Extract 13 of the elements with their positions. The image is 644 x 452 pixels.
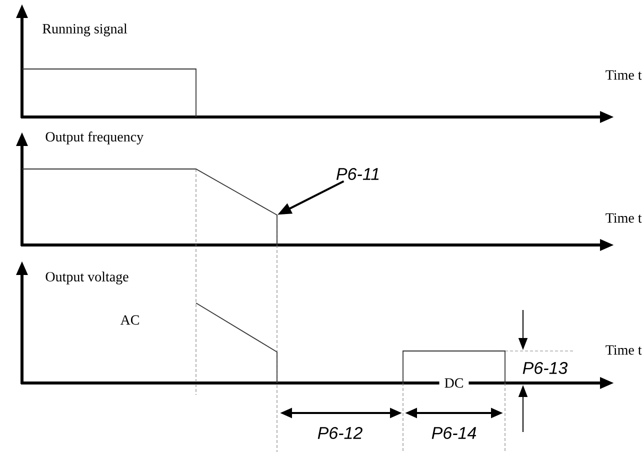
frequency-waveform [22, 168, 278, 246]
waveform-label: AC [120, 315, 139, 325]
axis-title: Running signal [42, 24, 128, 36]
waveform-label: DC [439, 376, 469, 390]
parameter-label: P6-12 [318, 426, 362, 440]
axis-title: Output voltage [40, 270, 134, 286]
axis-label: Time t [606, 213, 642, 223]
parameter-label: P6-11 [336, 168, 379, 180]
axis-label: Time t [606, 345, 642, 355]
axis-label: Time t [606, 70, 642, 80]
axis-title: Output frequency [40, 130, 149, 146]
parameter-label: P6-14 [432, 426, 476, 440]
parameter-label: P6-13 [522, 362, 568, 374]
